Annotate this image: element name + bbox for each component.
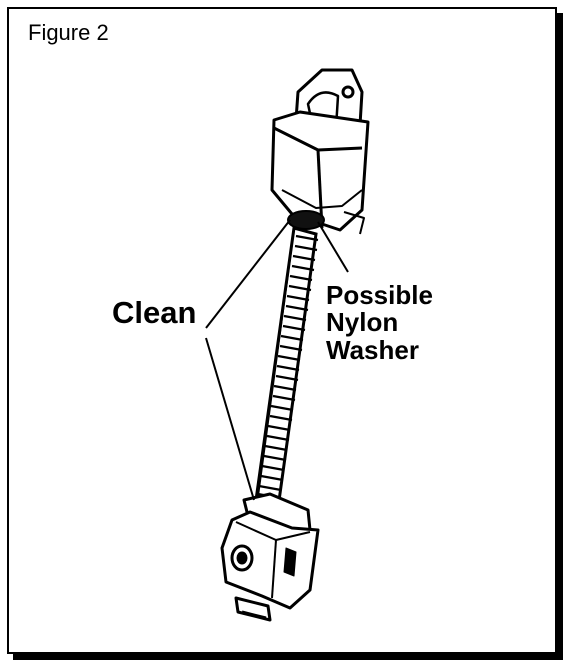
figure-title: Figure 2 [28,20,109,45]
threaded-screw [254,226,319,511]
washer-label-line-3: Washer [326,334,419,365]
washer-label-line-2: Nylon [326,307,399,338]
bottom-block [220,492,320,622]
nylon-washer [287,210,325,230]
top-bracket [270,68,370,235]
nylon-washer-label: Possible Nylon Washer [326,280,433,365]
washer-label-line-1: Possible [326,280,433,310]
clean-label: Clean [112,295,197,330]
clean-leader-bottom [205,337,255,501]
clean-leader-top [205,219,291,329]
leader-lines [205,219,349,501]
washer-leader [317,221,349,273]
